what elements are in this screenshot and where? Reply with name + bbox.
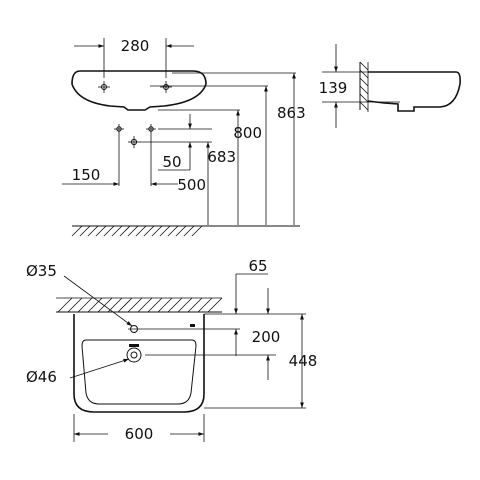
dimension-600: 600 xyxy=(73,414,205,443)
elevation-view: 280 863 800 xyxy=(62,37,306,237)
basin-plan-outline xyxy=(73,314,205,413)
dimension-65-label: 65 xyxy=(248,257,267,275)
dimension-683: 683 xyxy=(207,110,240,225)
dimension-150-label: 150 xyxy=(72,166,101,184)
dimension-50-label: 50 xyxy=(162,153,181,171)
overflow-slot xyxy=(129,344,139,347)
tap-hole xyxy=(128,325,150,333)
dimension-65: 65 xyxy=(234,257,270,314)
side-view: 139 xyxy=(319,44,461,128)
dimension-200-label: 200 xyxy=(252,328,281,346)
dimension-600-label: 600 xyxy=(125,425,154,443)
dimension-280: 280 xyxy=(74,37,194,78)
bowl-outline xyxy=(81,339,197,405)
dimension-448: 448 xyxy=(289,314,318,408)
leader-dia-35: Ø35 xyxy=(26,262,133,327)
dimension-139: 139 xyxy=(319,44,372,128)
dimension-500: 500 xyxy=(177,142,210,225)
floor-line xyxy=(71,225,300,237)
dimension-863: 863 xyxy=(277,73,306,225)
dimension-200: 200 xyxy=(234,328,281,380)
dimension-50: 50 xyxy=(158,114,192,171)
dimension-280-label: 280 xyxy=(121,37,150,55)
fixing-point-marks xyxy=(114,124,156,186)
waste-outlet xyxy=(126,347,142,363)
basin-outline xyxy=(71,70,207,111)
dimension-139-label: 139 xyxy=(319,79,348,97)
plan-view: Ø35 Ø46 65 200 448 xyxy=(26,257,317,443)
dia-35-label: Ø35 xyxy=(26,262,57,280)
dimension-800-label: 800 xyxy=(233,124,262,142)
basin-side-profile xyxy=(367,71,461,112)
leader-dia-46: Ø46 xyxy=(26,358,130,386)
dimension-448-label: 448 xyxy=(289,352,318,370)
dimension-500-label: 500 xyxy=(177,176,206,194)
dimension-800: 800 xyxy=(233,86,268,225)
dimension-863-label: 863 xyxy=(277,104,306,122)
dia-46-label: Ø46 xyxy=(26,368,57,386)
dimension-150: 150 xyxy=(62,166,178,186)
tap-hole-marks xyxy=(98,81,172,93)
dimension-683-label: 683 xyxy=(207,148,236,166)
